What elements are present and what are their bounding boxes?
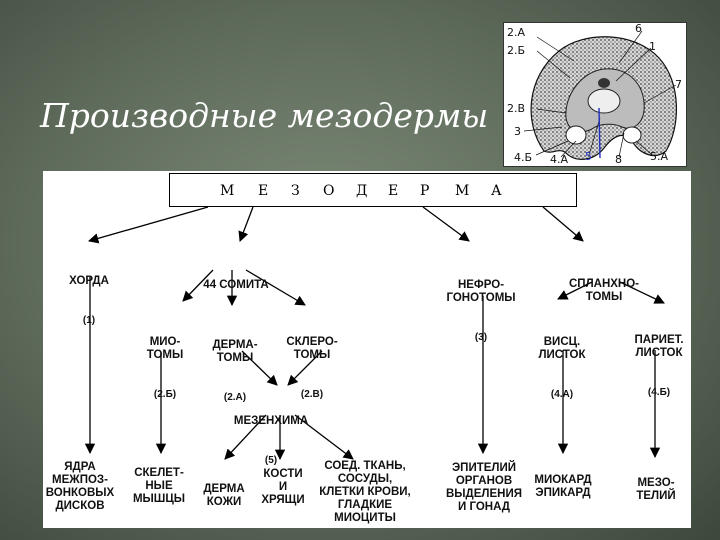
node-somites: 44 СОМИТА (203, 253, 268, 318)
mesoderm-letter: Е (388, 183, 399, 199)
node-dermatomes-name: ДЕРМА- ТОМЫ (212, 339, 258, 364)
embryo-label: 1 (649, 40, 656, 53)
mesoderm-letter: Р (420, 183, 430, 199)
embryo-label: 7 (675, 78, 682, 91)
node-mesenchyme-num: (5) (264, 455, 278, 466)
embryo-label: 6 (635, 22, 642, 35)
embryo-figure: 2.А 2.Б 2.В 3 4.Б 4.А 5 8 5.А 6 1 7 (503, 22, 687, 167)
arrow (241, 350, 278, 386)
node-visceral-layer-num: (4.А) (550, 389, 574, 400)
embryo-label: 4.Б (514, 151, 533, 164)
node-nephrotomes: НЕФРО- ГОНОТОМЫ (3) (446, 253, 515, 370)
node-myotomes: МИО- ТОМЫ (2.Б) (147, 310, 184, 427)
node-mesenchyme-name: МЕЗЕНХИМА (233, 415, 309, 427)
arrow (422, 206, 470, 242)
mesoderm-letter: Д (356, 183, 368, 199)
leaf-mesothelium: МЕЗО- ТЕЛИЙ (636, 477, 676, 502)
node-parietal-layer-name: ПАРИЕТ. ЛИСТОК (634, 334, 684, 359)
mesoderm-diagram: М Е З О Д Е Р М А ХОРДА (1) 44 СОМИТА НЕ… (43, 171, 691, 528)
arrow (557, 281, 593, 300)
node-visceral-layer: ВИСЦ. ЛИСТОК (4.А) (538, 310, 585, 427)
leaf-myocardium: МИОКАРД ЭПИКАРД (534, 474, 592, 499)
node-dermatomes: ДЕРМА- ТОМЫ (2.А) (212, 313, 257, 430)
node-parietal-layer: ПАРИЕТ. ЛИСТОК (4.Б) (634, 308, 683, 425)
node-myotomes-num: (2.Б) (153, 389, 177, 400)
embryo-label: 2.А (507, 26, 526, 39)
leaf-disc-nuclei: ЯДРА МЕЖПОЗ- ВОНКОВЫХ ДИСКОВ (45, 461, 115, 512)
embryo-label: 5.А (650, 150, 669, 163)
node-nephrotomes-name: НЕФРО- ГОНОТОМЫ (446, 279, 516, 304)
embryo-label: 5 (585, 150, 592, 163)
arrow (287, 350, 323, 386)
arrow (245, 269, 306, 306)
node-dermatomes-num: (2.А) (223, 392, 247, 403)
node-visceral-layer-name: ВИСЦ. ЛИСТОК (538, 336, 586, 361)
node-chorda-num: (1) (82, 315, 96, 326)
mesoderm-letter: З (291, 183, 300, 199)
node-chorda-name: ХОРДА (69, 275, 109, 287)
node-sclerotomes: СКЛЕРО- ТОМЫ (2.В) (286, 310, 337, 427)
leaf-bones-cartilage: КОСТИ И ХРЯЩИ (261, 468, 305, 506)
mesoderm-letter: М (220, 183, 235, 199)
mesoderm-root-box: М Е З О Д Е Р М А (169, 173, 577, 207)
arrow (88, 206, 209, 244)
mesoderm-letter: М (455, 183, 470, 199)
leaf-dermis: ДЕРМА КОЖИ (203, 483, 245, 508)
embryo-label: 4.А (550, 153, 569, 166)
arrow (238, 206, 254, 242)
node-parietal-layer-num: (4.Б) (647, 387, 671, 398)
leaf-skeletal-muscles: СКЕЛЕТ- НЫЕ МЫШЦЫ (132, 467, 186, 505)
node-splanchnotomes-name: СПЛАНХНО- ТОМЫ (569, 278, 639, 303)
arrow (224, 414, 267, 460)
node-splanchnotomes: СПЛАНХНО- ТОМЫ (569, 252, 639, 330)
leaf-epithelium: ЭПИТЕЛИЙ ОРГАНОВ ВЫДЕЛЕНИЯ И ГОНАД (445, 462, 523, 513)
arrow (182, 269, 214, 302)
embryo-label: 2.Б (507, 44, 526, 57)
embryo-label: 8 (615, 153, 622, 166)
node-chorda: ХОРДА (1) (69, 249, 109, 353)
embryo-label: 2.В (507, 102, 526, 115)
node-myotomes-name: МИО- ТОМЫ (146, 336, 184, 361)
node-nephrotomes-num: (3) (474, 332, 488, 343)
arrow (294, 414, 354, 460)
mesoderm-letter: Е (258, 183, 269, 199)
node-sclerotomes-num: (2.В) (300, 389, 324, 400)
node-sclerotomes-name: СКЛЕРО- ТОМЫ (286, 336, 338, 361)
arrow (619, 281, 665, 304)
node-somites-name: 44 СОМИТА (203, 279, 269, 291)
node-mesenchyme: МЕЗЕНХИМА (5) (234, 389, 308, 493)
slide-title: Производные мезодермы (40, 96, 489, 135)
embryo-drawing (523, 30, 678, 160)
embryo-label: 3 (514, 125, 521, 138)
diagram-arrows (84, 206, 665, 461)
leaf-connective-tissue: СОЕД. ТКАНЬ, СОСУДЫ, КЛЕТКИ КРОВИ, ГЛАДК… (319, 460, 411, 524)
mesoderm-letter: А (491, 183, 502, 199)
mesoderm-letter: О (323, 183, 335, 199)
arrow (542, 206, 584, 242)
